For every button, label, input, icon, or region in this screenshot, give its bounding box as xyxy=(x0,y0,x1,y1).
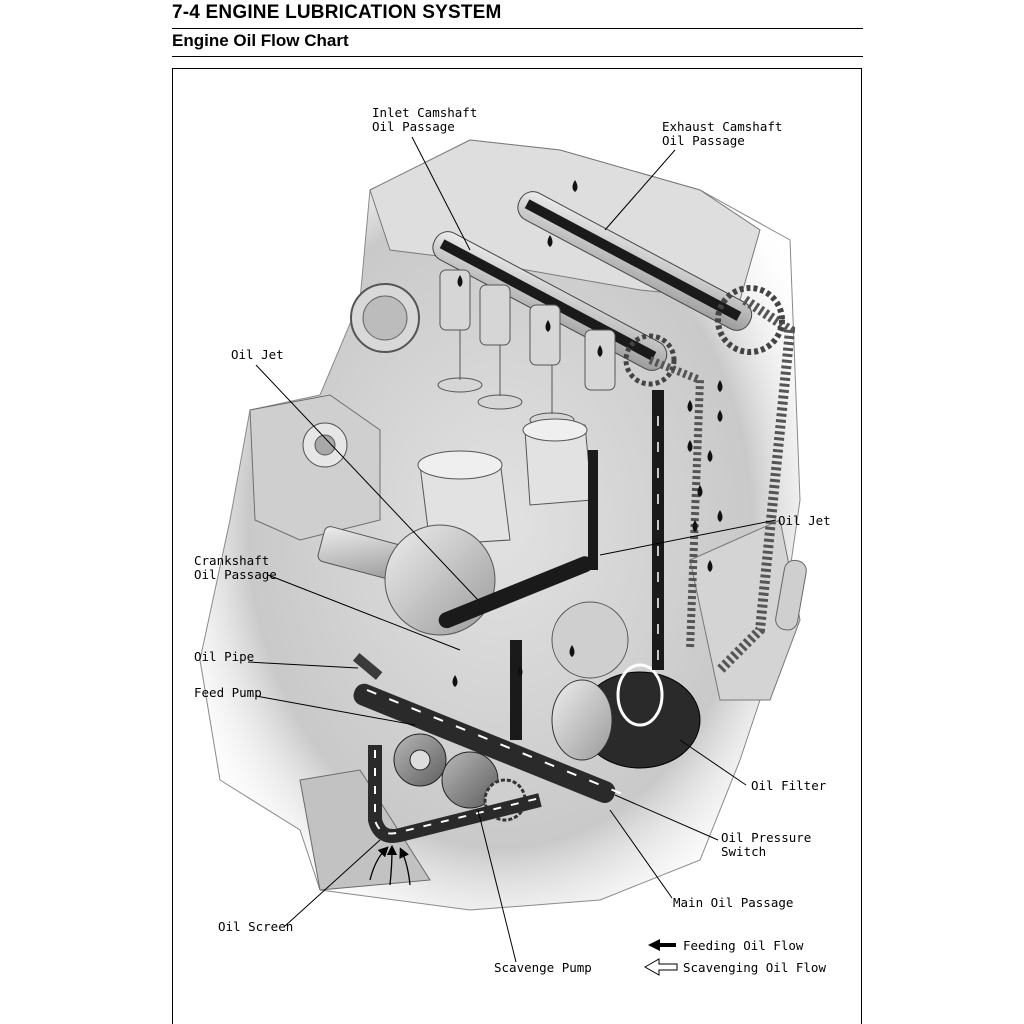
legend: Feeding Oil Flow Scavenging Oil Flow xyxy=(643,938,826,976)
legend-scavenging-label: Scavenging Oil Flow xyxy=(683,960,826,975)
figure-frame xyxy=(172,68,862,1024)
oil-droplets xyxy=(452,180,723,687)
label-oil-jet-right: Oil Jet xyxy=(778,513,831,528)
label-crankshaft-line1: Crankshaft xyxy=(194,553,269,568)
crankshaft xyxy=(317,524,629,740)
label-oil-pressure-switch-line2: Switch xyxy=(721,844,766,859)
feed-pump xyxy=(393,733,447,787)
main-oil-passage xyxy=(353,683,626,803)
label-oil-pipe: Oil Pipe xyxy=(194,649,254,664)
exhaust-camshaft xyxy=(517,191,753,331)
label-exhaust-camshaft-line1: Exhaust Camshaft xyxy=(662,119,782,134)
label-inlet-camshaft-line2: Oil Passage xyxy=(372,119,455,134)
feeding-arrow-icon xyxy=(648,939,676,951)
label-scavenge-pump: Scavenge Pump xyxy=(494,960,592,975)
legend-feeding-label: Feeding Oil Flow xyxy=(683,938,804,953)
leader-lines xyxy=(247,136,777,963)
scavenging-arrow-icon xyxy=(643,958,678,976)
page-title: Engine Oil Flow Chart xyxy=(172,31,349,50)
header-rule-bottom xyxy=(172,56,863,57)
label-oil-screen: Oil Screen xyxy=(218,919,293,934)
section-title: 7-4 ENGINE LUBRICATION SYSTEM xyxy=(172,2,502,23)
label-crankshaft-line2: Oil Passage xyxy=(194,567,277,582)
label-oil-filter: Oil Filter xyxy=(751,778,827,793)
label-main-oil-passage: Main Oil Passage xyxy=(673,895,793,910)
pistons xyxy=(417,418,593,546)
label-inlet-camshaft-line1: Inlet Camshaft xyxy=(372,105,477,120)
label-exhaust-camshaft-line2: Oil Passage xyxy=(662,133,745,148)
oil-filter xyxy=(551,663,701,769)
label-oil-jet-left: Oil Jet xyxy=(231,347,284,362)
oil-pipe xyxy=(352,652,383,680)
oil-feed-riser xyxy=(588,390,664,670)
header-rule-top xyxy=(172,28,863,29)
cam-chain xyxy=(623,285,796,674)
label-oil-pressure-switch-line1: Oil Pressure xyxy=(721,830,811,845)
scavenge-line xyxy=(368,745,542,843)
oil-screen xyxy=(369,844,411,886)
label-feed-pump: Feed Pump xyxy=(194,685,262,700)
